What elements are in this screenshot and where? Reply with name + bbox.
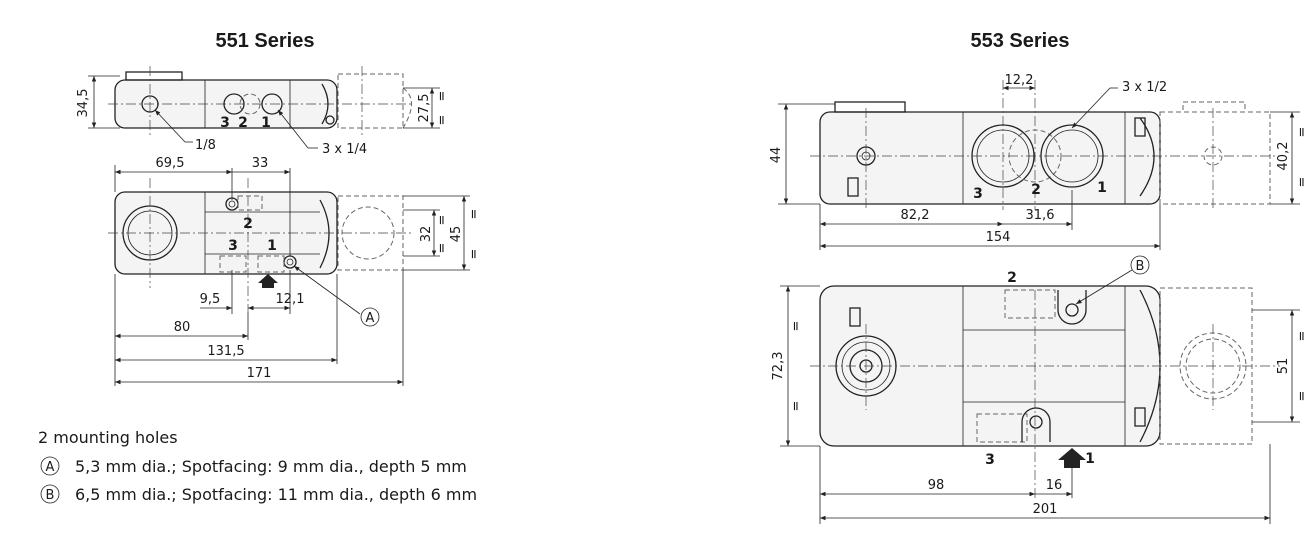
series-553-dim-72-3: 72,3 xyxy=(771,352,786,381)
series-551-dim-69-5: 69,5 xyxy=(156,156,185,171)
series-553-equal-mark-6: = xyxy=(1295,391,1310,402)
series-553-plan-view: 2 3 1 B 72,3 = = 51 = = 98 16 201 xyxy=(771,255,1310,524)
series-551-equal-mark-2: = xyxy=(435,115,450,126)
series-551-top-view: 3 2 1 34,5 27,5 = = 1/8 3 x 1/4 xyxy=(76,66,450,157)
series-551-dim-45: 45 xyxy=(449,226,464,243)
series-553-top-port-1: 1 xyxy=(1097,180,1107,196)
series-551-equal-mark-4: = xyxy=(435,243,450,254)
series-553-hole-b-ref: B xyxy=(1136,259,1145,274)
notes-b-symbol: B xyxy=(46,488,55,503)
series-551-dim-80: 80 xyxy=(174,320,191,335)
series-551-dim-33: 33 xyxy=(252,156,269,171)
notes-heading: 2 mounting holes xyxy=(38,428,178,447)
series-551-hole-a-ref: A xyxy=(366,311,375,326)
series-553-plan-port-2: 2 xyxy=(1007,270,1017,286)
notes-b-text: 6,5 mm dia.; Spotfacing: 11 mm dia., dep… xyxy=(75,485,477,504)
series-551-title: 551 Series xyxy=(216,30,315,52)
series-551-equal-mark-5: = xyxy=(467,209,482,220)
series-551-dim-9-5: 9,5 xyxy=(200,292,221,307)
series-551-equal-mark-3: = xyxy=(435,215,450,226)
series-551-dim-27-5: 27,5 xyxy=(417,94,432,123)
series-551-equal-mark-1: = xyxy=(435,91,450,102)
series-551-plan-port-3: 3 xyxy=(228,238,238,254)
series-553-callout-3x1-2: 3 x 1/2 xyxy=(1122,80,1167,95)
series-551-callout-1-8: 1/8 xyxy=(195,138,216,153)
series-551-top-port-1: 1 xyxy=(261,115,271,131)
series-551-dim-32: 32 xyxy=(419,226,434,243)
series-553-dim-82-2: 82,2 xyxy=(901,208,930,223)
series-551-plan-port-2: 2 xyxy=(243,216,253,232)
series-551-top-port-3: 3 xyxy=(220,115,230,131)
series-553-plan-port-1: 1 xyxy=(1085,451,1095,467)
series-553-inlet-arrow xyxy=(1058,448,1086,468)
series-551-plan-view: 2 3 1 69,5 33 32 45 = = = = 9,5 12,1 A xyxy=(108,156,482,386)
series-553-dim-201: 201 xyxy=(1033,502,1058,517)
mounting-notes: 2 mounting holes A 5,3 mm dia.; Spotfaci… xyxy=(38,428,477,504)
series-553-dim-12-2: 12,2 xyxy=(1005,73,1034,88)
series-553-dim-154: 154 xyxy=(986,230,1011,245)
series-553-top-port-3: 3 xyxy=(973,186,983,202)
series-553-dim-44: 44 xyxy=(769,147,784,164)
series-551-top-port-2: 2 xyxy=(238,115,248,131)
series-553-top-port-2: 2 xyxy=(1031,182,1041,198)
series-553-dim-98: 98 xyxy=(928,478,945,493)
series-553-equal-mark-3: = xyxy=(789,321,804,332)
series-553-top-view: 3 2 1 12,2 3 x 1/2 44 40,2 = = 82,2 31,6… xyxy=(769,73,1310,250)
series-551-dim-131-5: 131,5 xyxy=(207,344,244,359)
notes-a-text: 5,3 mm dia.; Spotfacing: 9 mm dia., dept… xyxy=(75,457,467,476)
series-551-dim-34-5: 34,5 xyxy=(76,89,91,118)
series-553-equal-mark-5: = xyxy=(1295,331,1310,342)
series-551-dim-12-1: 12,1 xyxy=(276,292,305,307)
series-551-inlet-arrow xyxy=(258,274,278,288)
series-551-equal-mark-6: = xyxy=(467,249,482,260)
series-551-callout-3x1-4: 3 x 1/4 xyxy=(322,142,367,157)
notes-a-symbol: A xyxy=(46,460,55,475)
series-553-dim-51: 51 xyxy=(1276,358,1291,375)
series-553-equal-mark-2: = xyxy=(1295,177,1310,188)
series-553-dim-31-6: 31,6 xyxy=(1026,208,1055,223)
series-551-plan-port-1: 1 xyxy=(267,238,277,254)
series-553-title: 553 Series xyxy=(971,30,1070,52)
series-553-dim-16: 16 xyxy=(1046,478,1063,493)
series-553-equal-mark-4: = xyxy=(789,401,804,412)
series-551-dim-171: 171 xyxy=(247,366,272,381)
series-553-dim-40-2: 40,2 xyxy=(1276,142,1291,171)
series-553-plan-port-3: 3 xyxy=(985,452,995,468)
series-553-equal-mark-1: = xyxy=(1295,127,1310,138)
